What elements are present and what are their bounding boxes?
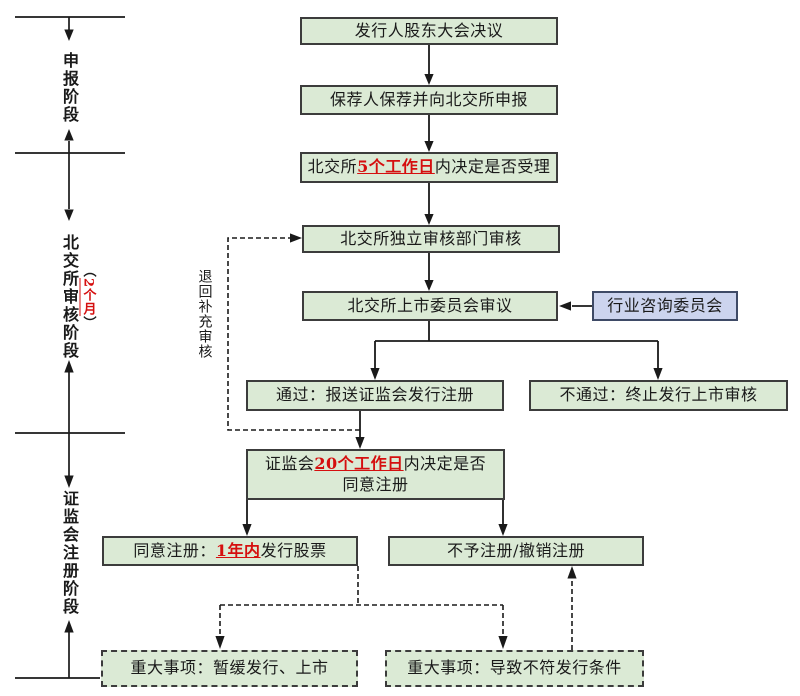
box-independent-review: 北交所独立审核部门审核	[302, 225, 560, 253]
phase-rail	[15, 16, 125, 679]
box-approve-issue: 同意注册：1年内发行股票	[102, 536, 358, 566]
phase-label-declaration: 申报阶段	[60, 52, 79, 124]
phase-label-bse-review: 北交所审核阶段	[60, 234, 79, 360]
box-pass-submit-csrc: 通过：报送证监会发行注册	[246, 380, 504, 411]
box-deny-revoke: 不予注册/撤销注册	[388, 536, 644, 566]
return-loop-label: 退回补充审核	[196, 269, 213, 359]
box-major-event-noncompliant: 重大事项：导致不符发行条件	[385, 650, 644, 687]
box-major-event-suspend: 重大事项：暂缓发行、上市	[101, 650, 358, 687]
flow-connectors	[242, 45, 663, 536]
phase-label-csrc-registration: 证监会注册阶段	[60, 490, 79, 616]
feedback-dashed-connectors	[215, 233, 577, 650]
box-listing-committee: 北交所上市委员会审议	[302, 291, 558, 321]
box-fail-terminate: 不通过：终止发行上市审核	[529, 380, 788, 411]
box-csrc-decision: 证监会20个工作日内决定是否同意注册	[246, 449, 505, 500]
box-acceptance-decision: 北交所5个工作日内决定是否受理	[300, 152, 558, 183]
box-industry-advisory-committee: 行业咨询委员会	[592, 291, 738, 321]
box-sponsor-declaration: 保荐人保荐并向北交所申报	[300, 85, 558, 115]
box-shareholder-resolution: 发行人股东大会决议	[300, 17, 558, 45]
phase-duration-2-months: （2个月）	[80, 263, 96, 331]
